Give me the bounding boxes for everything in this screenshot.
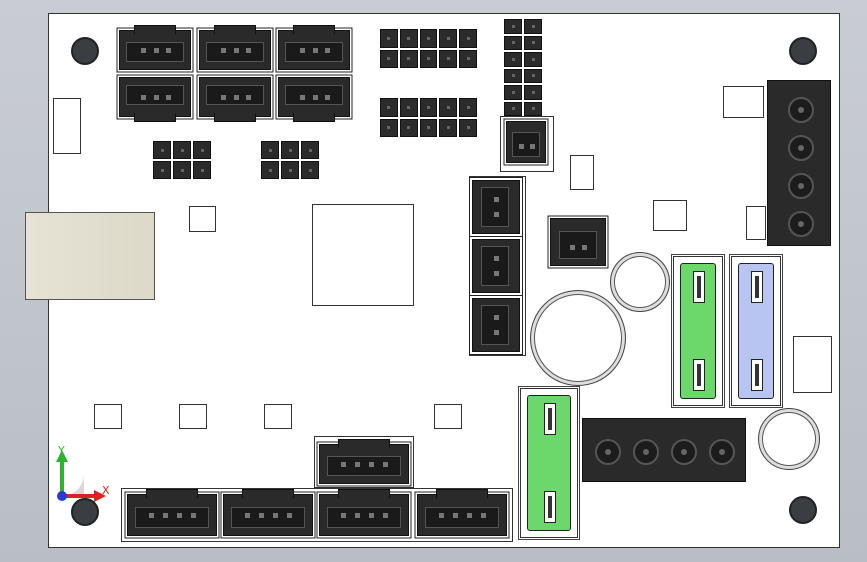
pad-left-side xyxy=(53,98,81,154)
pad-bottom-3 xyxy=(264,404,292,429)
terminal-block-horizontal[interactable] xyxy=(582,418,746,482)
connector-vertical-2[interactable] xyxy=(472,239,520,293)
pad-bottom-4 xyxy=(434,404,462,429)
connector-bottom-3[interactable] xyxy=(319,489,409,536)
pin-header-2x5-bottom[interactable] xyxy=(380,98,477,137)
mounting-hole-top-right xyxy=(789,37,817,65)
mounting-hole-bottom-left xyxy=(71,498,99,526)
capacitor-ring-large xyxy=(530,290,626,386)
pad-small-1 xyxy=(189,206,216,232)
pad-right-side xyxy=(793,336,832,393)
pad-top-right xyxy=(723,86,764,118)
pad-tall-right xyxy=(746,206,766,240)
connector-bottom-raised[interactable] xyxy=(319,439,409,484)
connector-vertical-3[interactable] xyxy=(472,298,520,352)
terminal-block-vertical[interactable] xyxy=(767,80,831,246)
fuse-blue[interactable] xyxy=(731,256,781,406)
connector-bottom-1[interactable] xyxy=(127,489,217,536)
vertical-connector-frame xyxy=(469,176,526,356)
mounting-hole-top-left xyxy=(71,37,99,65)
capacitor-ring-mid xyxy=(610,252,670,312)
connector-top-2[interactable] xyxy=(199,25,271,70)
pin-header-2x5-top[interactable] xyxy=(380,29,477,68)
pin-header-2x3-right[interactable] xyxy=(261,141,319,179)
connector-2pin-mid[interactable] xyxy=(550,218,606,266)
fuse-green-bottom[interactable] xyxy=(520,388,578,538)
connector-top-1[interactable] xyxy=(119,25,191,70)
fuse-green-top[interactable] xyxy=(673,256,723,406)
y-axis-arrow xyxy=(56,450,68,462)
connector-top-4[interactable] xyxy=(119,77,191,122)
mounting-hole-bottom-right xyxy=(789,496,817,524)
pcb-board xyxy=(25,13,840,548)
pad-square-right xyxy=(653,200,687,231)
usb-port[interactable] xyxy=(25,212,155,300)
pad-chip xyxy=(312,204,414,306)
x-axis-arrow xyxy=(94,490,106,502)
connector-bottom-2[interactable] xyxy=(223,489,313,536)
capacitor-ring-right xyxy=(758,408,820,470)
connector-2pin-top[interactable] xyxy=(506,121,546,163)
y-axis-label: Y xyxy=(57,444,65,457)
connector-top-6[interactable] xyxy=(278,77,350,122)
connector-vertical-1[interactable] xyxy=(472,180,520,234)
connector-bottom-4[interactable] xyxy=(417,489,507,536)
pad-bottom-1 xyxy=(94,404,122,429)
connector-top-5[interactable] xyxy=(199,77,271,122)
connector-top-3[interactable] xyxy=(278,25,350,70)
x-axis-label: X xyxy=(102,484,110,497)
pad-bottom-2 xyxy=(179,404,207,429)
pad-tall-mid xyxy=(570,155,594,190)
coordinate-triad: Y X xyxy=(56,444,110,502)
z-axis-dot xyxy=(57,491,67,501)
connector-outline xyxy=(500,116,554,172)
pin-header-6x2-vertical[interactable] xyxy=(504,19,542,116)
raised-connector-frame xyxy=(314,436,414,488)
bottom-connector-frame xyxy=(121,488,513,542)
pin-header-2x3-left[interactable] xyxy=(153,141,211,179)
